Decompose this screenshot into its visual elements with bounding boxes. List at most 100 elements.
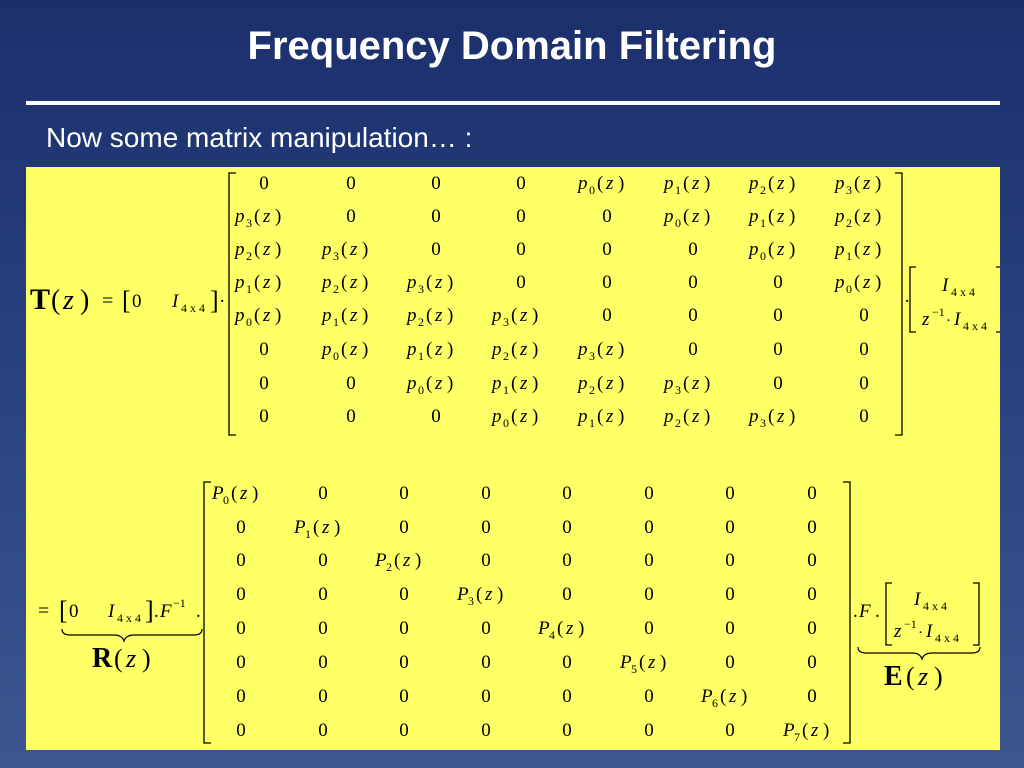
svg-text:2: 2 xyxy=(760,183,766,197)
matrix-p-entry: 0 xyxy=(236,720,246,741)
svg-text:(: ( xyxy=(683,206,689,227)
svg-text:): ) xyxy=(618,339,624,360)
svg-text:p: p xyxy=(747,173,759,194)
svg-text:1: 1 xyxy=(675,183,681,197)
col-vector-identity: I xyxy=(941,275,950,296)
svg-text:(: ( xyxy=(768,206,774,227)
svg-text:0: 0 xyxy=(481,720,491,741)
r-row-identity: I xyxy=(107,601,116,622)
svg-text:p: p xyxy=(233,272,245,293)
matrix-p-entry: 0 xyxy=(725,550,735,571)
svg-text:z: z xyxy=(565,618,574,639)
svg-text:0: 0 xyxy=(481,652,491,673)
e-col-identity: I xyxy=(913,589,922,610)
matrix-t-entry: 0 xyxy=(688,339,698,360)
matrix-t-entry: 0 xyxy=(773,373,783,394)
col-vector-z-exp: −1 xyxy=(932,305,945,319)
svg-text:p: p xyxy=(662,406,674,427)
svg-text:0: 0 xyxy=(773,339,783,360)
svg-text:0: 0 xyxy=(399,618,409,639)
svg-text:2: 2 xyxy=(386,560,392,574)
svg-text:): ) xyxy=(704,406,710,427)
svg-text:0: 0 xyxy=(602,239,612,260)
row-vector-left-bracket: [ xyxy=(122,286,131,315)
r-row-zero: 0 xyxy=(69,601,79,622)
svg-text:(: ( xyxy=(426,272,432,293)
svg-text:0: 0 xyxy=(725,517,735,538)
svg-text:): ) xyxy=(252,483,258,504)
svg-text:(: ( xyxy=(254,206,260,227)
svg-text:p: p xyxy=(833,206,845,227)
svg-text:P: P xyxy=(700,686,713,707)
svg-text:0: 0 xyxy=(246,315,252,329)
e-col-left-bracket xyxy=(885,582,892,646)
lhs-close-paren: ) xyxy=(80,285,89,316)
svg-text:5: 5 xyxy=(631,662,637,676)
svg-text:0: 0 xyxy=(236,517,246,538)
svg-text:1: 1 xyxy=(333,315,339,329)
matrix-p-entry: 0 xyxy=(807,686,817,707)
svg-text:z: z xyxy=(484,584,493,605)
svg-text:p: p xyxy=(662,373,674,394)
svg-text:0: 0 xyxy=(644,686,654,707)
svg-text:(: ( xyxy=(768,406,774,427)
svg-text:p: p xyxy=(833,173,845,194)
matrix-p-entry: 0 xyxy=(644,720,654,741)
svg-text:): ) xyxy=(875,272,881,293)
svg-text:z: z xyxy=(605,406,614,427)
svg-text:): ) xyxy=(532,339,538,360)
svg-text:): ) xyxy=(275,206,281,227)
matrix-p-entry: 0 xyxy=(481,517,491,538)
svg-text:1: 1 xyxy=(246,282,252,296)
svg-text:(: ( xyxy=(683,373,689,394)
r-row-right-bracket: ] xyxy=(145,596,154,625)
svg-text:p: p xyxy=(233,239,245,260)
svg-text:p: p xyxy=(576,339,588,360)
svg-text:z: z xyxy=(776,173,785,194)
svg-text:0: 0 xyxy=(418,383,424,397)
svg-text:): ) xyxy=(447,373,453,394)
e-underbrace xyxy=(857,646,981,661)
svg-text:p: p xyxy=(405,272,417,293)
svg-text:0: 0 xyxy=(346,373,356,394)
svg-text:(: ( xyxy=(341,339,347,360)
svg-text:0: 0 xyxy=(859,373,869,394)
svg-text:0: 0 xyxy=(259,373,269,394)
svg-text:(: ( xyxy=(426,305,432,326)
col-vector-left-bracket xyxy=(909,266,916,333)
svg-text:z: z xyxy=(321,517,330,538)
svg-text:z: z xyxy=(862,272,871,293)
svg-text:p: p xyxy=(747,406,759,427)
svg-text:0: 0 xyxy=(259,173,269,194)
svg-text:3: 3 xyxy=(760,416,766,430)
r-label-symbol: R xyxy=(92,643,113,674)
matrix-t-entry: 0 xyxy=(346,173,356,194)
matrix-p-entry: 0 xyxy=(318,618,328,639)
svg-text:0: 0 xyxy=(644,720,654,741)
matrix-t-entry: 0 xyxy=(431,239,441,260)
svg-text:0: 0 xyxy=(644,517,654,538)
svg-text:2: 2 xyxy=(333,282,339,296)
matrix-t-entry: 0 xyxy=(346,373,356,394)
matrix-p-entry: 0 xyxy=(807,652,817,673)
svg-text:0: 0 xyxy=(431,206,441,227)
matrix-p-entry: 0 xyxy=(236,584,246,605)
svg-text:0: 0 xyxy=(236,720,246,741)
lhs-open-paren: ( xyxy=(51,285,60,316)
svg-text:z: z xyxy=(776,406,785,427)
e-col-z: z xyxy=(893,621,902,642)
matrix-p-entry: 0 xyxy=(399,618,409,639)
svg-text:0: 0 xyxy=(807,550,817,571)
svg-text:): ) xyxy=(275,272,281,293)
svg-text:(: ( xyxy=(683,406,689,427)
e-col-identity-size: 4 x 4 xyxy=(923,599,947,613)
svg-text:(: ( xyxy=(426,373,432,394)
col-vector-identity-size: 4 x 4 xyxy=(951,285,975,299)
